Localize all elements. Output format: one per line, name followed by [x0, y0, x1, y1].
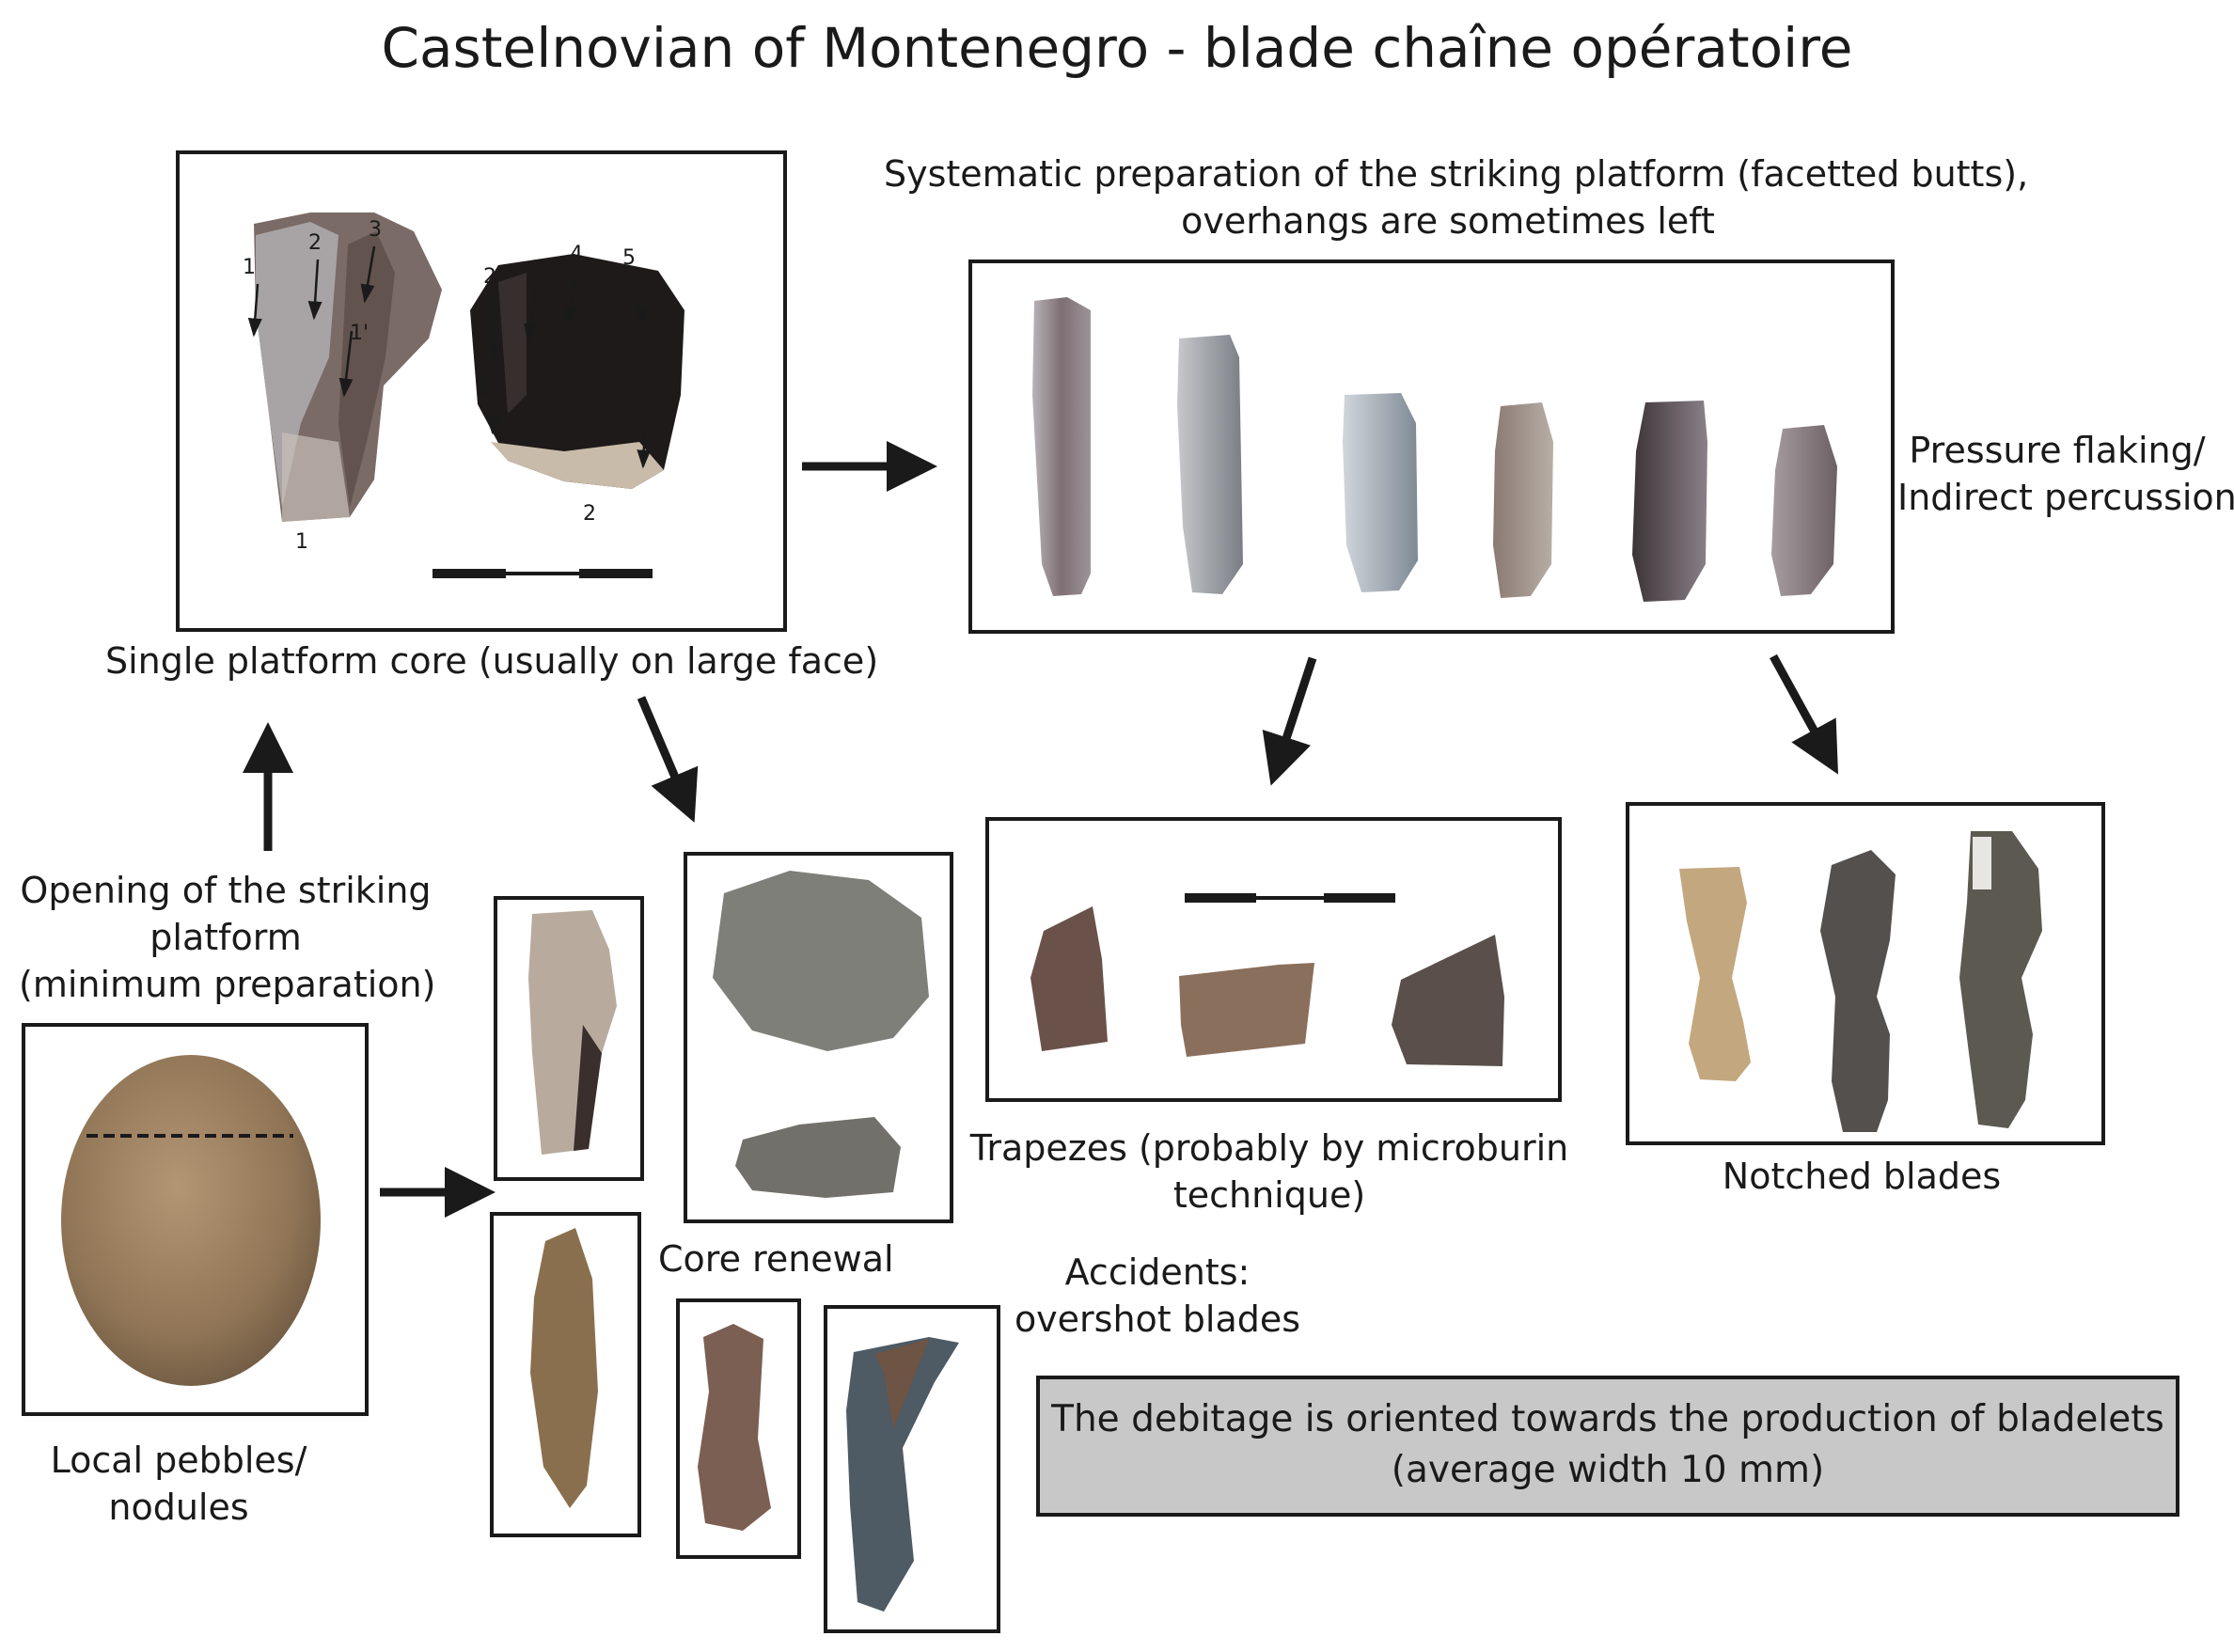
flake-artefacts: [528, 871, 959, 1612]
blade-3: [1343, 393, 1418, 592]
accidents-line2: overshot blades: [1014, 1298, 1301, 1340]
arrow-core-to-renewal: [637, 696, 699, 823]
technique-line1: Pressure flaking/: [1909, 430, 2206, 471]
trapeze-artefacts: [1030, 906, 1504, 1066]
core2-label-2: 2: [483, 265, 496, 289]
blade-6: [1771, 425, 1837, 596]
core1-label-2: 2: [308, 231, 322, 255]
core2-label-1: 1: [476, 376, 489, 400]
core-artefact-2: [470, 254, 684, 489]
notched-caption: Notched blades: [1722, 1156, 2002, 1197]
opening-line2: platform: [149, 917, 302, 958]
summary-line2: (average width 10 mm): [1391, 1449, 1825, 1491]
blade-5: [1632, 401, 1707, 602]
core1-label-1prime: 1': [350, 322, 370, 345]
core2-label-3prime: 3': [654, 404, 674, 428]
core2-label-5: 5: [622, 246, 636, 270]
page-title: Castelnovian of Montenegro - blade chaîn…: [381, 16, 1853, 80]
flow-arrows: [243, 441, 1838, 1218]
core2-label-4: 4: [570, 243, 583, 266]
core1-label-1: 1: [243, 256, 256, 279]
trapezes-scale-bar: [1185, 893, 1395, 903]
opening-line3: (minimum preparation): [19, 964, 436, 1005]
pebbles-line1: Local pebbles/: [50, 1440, 307, 1481]
accidents-line1: Accidents:: [1064, 1251, 1251, 1293]
notched-blade-artefacts: [1679, 831, 2042, 1132]
core-renewal-caption: Core renewal: [658, 1238, 894, 1280]
core-scale-bar: [433, 569, 653, 578]
core-fig-number-1: 1: [295, 530, 308, 554]
blade-2: [1177, 335, 1243, 594]
technique-line2: Indirect percussion: [1897, 477, 2234, 518]
blade-1: [1032, 297, 1091, 596]
blades-photo-box: [968, 260, 1895, 634]
blades-caption-line1: Systematic preparation of the striking p…: [884, 153, 2029, 195]
trapezes-line1: Trapezes (probably by microburin: [969, 1127, 1569, 1169]
core-removal-arrows: [247, 245, 652, 469]
summary-line1: The debitage is oriented towards the pro…: [1051, 1398, 2164, 1440]
core-caption: Single platform core (usually on large f…: [105, 640, 879, 682]
arrow-blades-to-notched: [1770, 653, 1838, 775]
opening-line1: Opening of the striking: [20, 870, 432, 911]
core-fig-number-2: 2: [583, 502, 596, 526]
core2-label-3: 3: [530, 258, 543, 281]
arrow-blades-to-trapezes: [1262, 656, 1317, 786]
blade-artefacts: [1032, 297, 1837, 602]
trapezes-line2: technique): [1172, 1174, 1366, 1216]
blades-caption-line2: overhangs are sometimes left: [1181, 200, 1715, 242]
pebble-artefact: [61, 1055, 321, 1386]
summary-box: The debitage is oriented towards the pro…: [1036, 1376, 2179, 1517]
blade-4: [1493, 402, 1553, 598]
pebbles-line2: nodules: [108, 1487, 249, 1528]
core1-label-3: 3: [369, 218, 382, 242]
